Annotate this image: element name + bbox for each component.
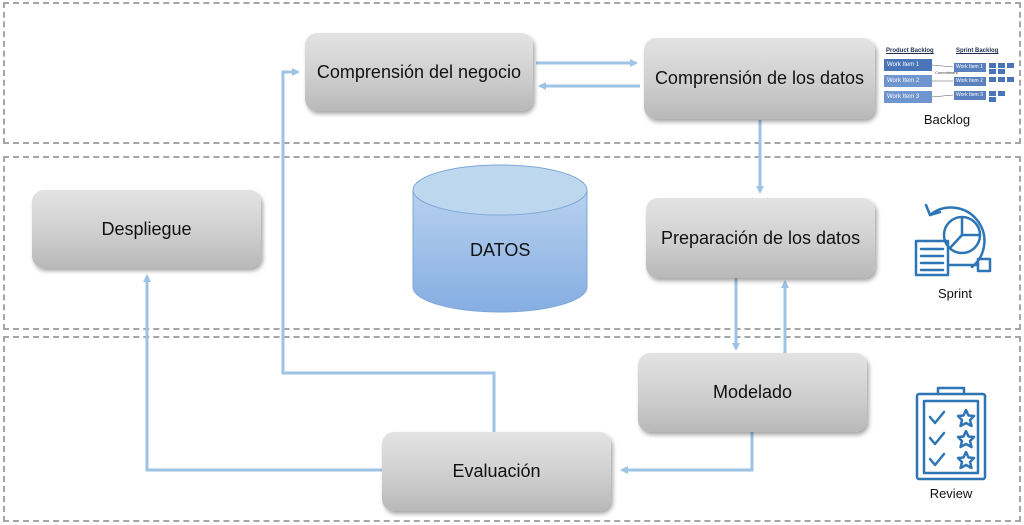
task-cell (1007, 77, 1014, 82)
task-cell (989, 97, 996, 102)
task-cell (998, 63, 1005, 68)
task-cell (989, 91, 996, 96)
sprint-work-item: Work Item 3 (954, 91, 986, 100)
box-modelado: Modelado (638, 353, 867, 432)
box-comprension-datos: Comprensión de los datos (644, 38, 875, 119)
database-label: DATOS (470, 240, 531, 260)
commitment-label: Commitment (935, 70, 958, 75)
arrow-evaluacion-to-negocio (281, 68, 496, 432)
commitment-arrows-icon (931, 64, 954, 98)
band-middle (3, 156, 1021, 330)
box-evaluacion: Evaluación (382, 432, 611, 511)
box-comprension-negocio: Comprensión del negocio (305, 33, 533, 111)
box-modelado-label: Modelado (712, 382, 793, 403)
task-cell (998, 91, 1005, 96)
database-cylinder-icon (412, 164, 588, 313)
box-evaluacion-label: Evaluación (452, 461, 541, 482)
box-despliegue-label: Despliegue (101, 218, 192, 239)
box-preparacion-datos: Preparación de los datos (646, 198, 875, 278)
task-cell (989, 63, 996, 68)
band-top (3, 2, 1021, 144)
sprint-backlog-title: Sprint Backlog (956, 48, 999, 54)
box-despliegue: Despliegue (32, 190, 261, 268)
product-backlog-title: Product Backlog (886, 48, 934, 54)
task-cell (989, 69, 996, 74)
box-preparacion-datos-label: Preparación de los datos (660, 227, 861, 248)
box-comprension-negocio-label: Comprensión del negocio (316, 61, 522, 82)
task-cell (998, 77, 1005, 82)
task-cell (989, 77, 996, 82)
task-cell (1007, 63, 1014, 68)
product-work-item: Work Item 3 (884, 91, 932, 103)
arrow-evaluacion-to-despliegue (143, 274, 383, 472)
backlog-graphic: Product Backlog Sprint Backlog Work Item… (880, 44, 1020, 106)
box-comprension-datos-label: Comprensión de los datos (654, 68, 865, 89)
sprint-work-item: Work Item 2 (954, 77, 986, 86)
product-work-item: Work Item 2 (884, 75, 932, 87)
task-cell (998, 69, 1005, 74)
product-work-item: Work Item 1 (884, 59, 932, 71)
review-label: Review (929, 486, 973, 501)
backlog-label: Backlog (923, 112, 971, 127)
sprint-work-item: Work Item 1 (954, 63, 986, 72)
sprint-label: Sprint (938, 286, 972, 301)
sprint-cycle-icon (914, 203, 992, 277)
review-checklist-icon (915, 386, 987, 481)
arrow-modelado-to-evaluacion (620, 432, 754, 474)
band-bottom (3, 336, 1021, 522)
